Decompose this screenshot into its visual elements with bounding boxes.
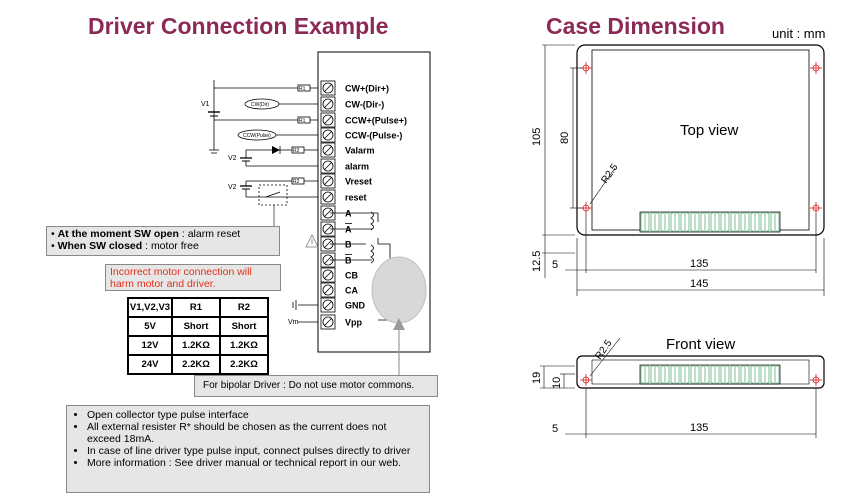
v1-label: V1 xyxy=(201,101,210,108)
front-view-connector xyxy=(639,364,781,385)
top-radius-label: R2.5 xyxy=(599,162,620,186)
table-cell: 2.2KΩ xyxy=(219,354,269,375)
table-cell: 12V xyxy=(127,335,173,356)
ccwpulse-label: CCW(Pulse) xyxy=(243,133,271,139)
terminal-label: CCW-(Pulse-) xyxy=(345,131,402,141)
table-cell: 2.2KΩ xyxy=(171,354,221,375)
r1-mid-label: R1 xyxy=(299,118,306,124)
table-cell: 24V xyxy=(127,354,173,375)
vm-label: Vm xyxy=(288,319,299,326)
notes-box: Open collector type pulse interfaceAll e… xyxy=(66,405,430,493)
top-dim-5: 5 xyxy=(552,259,558,271)
terminal-label: A xyxy=(345,209,352,219)
dim-80: 80 xyxy=(559,132,571,144)
v2-alarm-label: V2 xyxy=(228,155,237,162)
front-view-outline xyxy=(576,355,825,389)
terminal-label: reset xyxy=(345,193,367,203)
r2-reset-label: R2 xyxy=(293,179,300,185)
mount-holes xyxy=(580,62,822,214)
top-view-label: Top view xyxy=(680,122,739,139)
dim-19: 19 xyxy=(531,372,543,384)
table-cell: Short xyxy=(219,316,269,337)
table-cell: Short xyxy=(171,316,221,337)
table-cell: 1.2KΩ xyxy=(219,335,269,356)
r1-top-label: R1 xyxy=(299,86,306,92)
note-item: All external resister R* should be chose… xyxy=(87,421,423,445)
case-dimension-drawing: R2.5 Top view 105 80 12.5 5 135 145 R2.5… xyxy=(531,44,825,438)
terminal-label: Valarm xyxy=(345,146,375,156)
note-item: Open collector type pulse interface xyxy=(87,409,423,421)
top-dim-145: 145 xyxy=(690,278,708,290)
sw-open-note: • At the moment SW open : alarm reset xyxy=(51,228,241,240)
front-mount-holes xyxy=(580,374,822,386)
top-view-outline xyxy=(576,44,825,236)
terminal-label: B xyxy=(345,240,352,250)
unit-label: unit : mm xyxy=(772,26,826,41)
terminal-label: GND xyxy=(345,301,366,311)
table-cell: R2 xyxy=(219,297,269,318)
terminal-label: CW-(Dir-) xyxy=(345,100,384,110)
dim-105: 105 xyxy=(531,128,543,146)
front-radius-label: R2.5 xyxy=(593,338,614,362)
case-dimension-title: Case Dimension xyxy=(546,13,725,39)
wiring-diagram: CW+(Dir+) CW-(Dir-) CCW+(Pulse+) CCW-(Pulse… xyxy=(201,51,431,376)
switch-outline xyxy=(258,184,288,206)
terminal-label: Vpp xyxy=(345,318,363,328)
sw-closed-rest: : motor free xyxy=(142,240,199,252)
top-dim-135: 135 xyxy=(690,258,708,270)
front-dim-135: 135 xyxy=(690,422,708,434)
sw-closed-bold: When SW closed xyxy=(57,240,143,252)
table-cell: V1,V2,V3 xyxy=(127,297,173,318)
notes-list: Open collector type pulse interfaceAll e… xyxy=(73,409,423,469)
terminal-label: alarm xyxy=(345,162,369,172)
note-item: In case of line driver type pulse input,… xyxy=(87,445,423,457)
terminal-label: CW+(Dir+) xyxy=(345,84,389,94)
cwdir-label: CW(Dir) xyxy=(251,102,269,108)
switch-note-box: • At the moment SW open : alarm reset • … xyxy=(46,226,280,256)
terminal-label: CCW+(Pulse+) xyxy=(345,116,407,126)
table-cell: R1 xyxy=(171,297,221,318)
v2-reset-label: V2 xyxy=(228,184,237,191)
front-view-label: Front view xyxy=(666,336,735,353)
bipolar-note: For bipolar Driver : Do not use motor co… xyxy=(194,375,438,397)
terminal-label: Vreset xyxy=(345,177,372,187)
terminal-label: CA xyxy=(345,286,358,296)
top-view-connector xyxy=(639,211,781,233)
table-cell: 1.2KΩ xyxy=(171,335,221,356)
terminal-label: A xyxy=(345,225,352,235)
terminal-block: CW+(Dir+) CW-(Dir-) CCW+(Pulse+) CCW-(Pulse… xyxy=(320,80,407,330)
front-dim-5: 5 xyxy=(552,423,558,435)
dim-12-5: 12.5 xyxy=(531,251,543,272)
r2-alarm-label: R2 xyxy=(293,148,300,154)
warning-note: Incorrect motor connection will harm mot… xyxy=(105,264,281,291)
note-item: More information : See driver manual or … xyxy=(87,457,423,469)
terminal-label: B xyxy=(345,256,352,266)
terminal-label: CB xyxy=(345,271,358,281)
driver-connection-title: Driver Connection Example xyxy=(88,13,389,39)
dim-10: 10 xyxy=(551,377,563,389)
sw-open-bold: At the moment SW open xyxy=(57,228,179,240)
warning-icon xyxy=(305,234,319,248)
sw-closed-note: • When SW closed : motor free xyxy=(51,240,199,252)
motor-icon xyxy=(371,256,427,324)
sw-open-rest: : alarm reset xyxy=(178,228,241,240)
table-cell: 5V xyxy=(127,316,173,337)
